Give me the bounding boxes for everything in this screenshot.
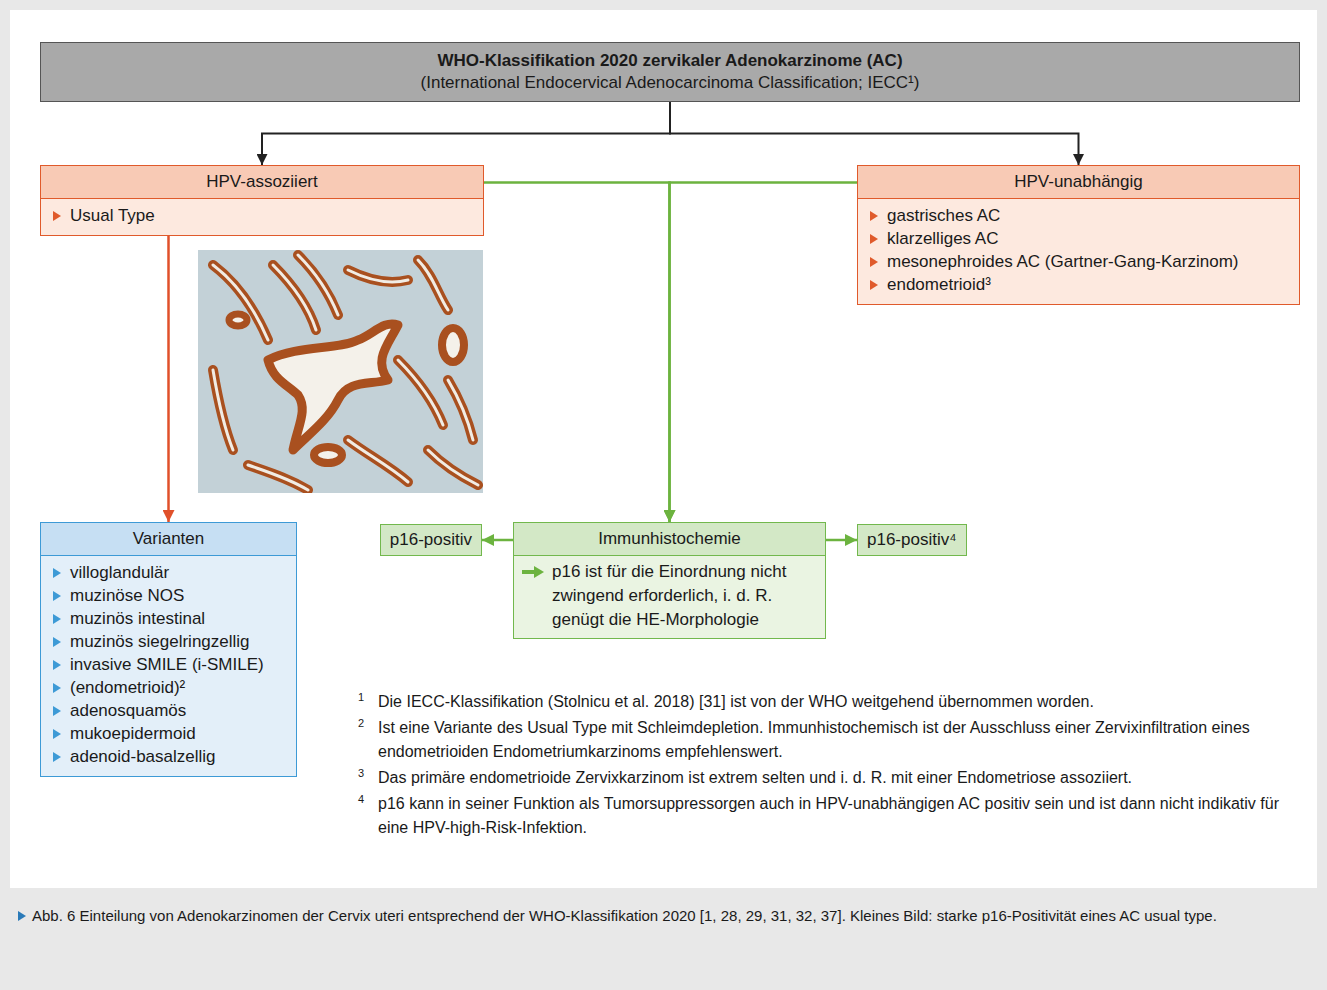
caption-block: Abb. 6 Einteilung von Adenokarzinomen de…: [18, 905, 1308, 927]
footnote-text: Das primäre endometrioide Zervixkarzinom…: [378, 766, 1303, 790]
box-header: HPV-assoziiert: [41, 166, 483, 199]
bullet-marker: [870, 211, 878, 221]
bullet-marker: [53, 706, 61, 716]
box-header: Immunhistochemie: [514, 523, 825, 556]
list-item: Usual Type: [53, 206, 473, 226]
caption-text: Abb. 6 Einteilung von Adenokarzinomen de…: [32, 905, 1217, 927]
p16-stain-micrograph: [198, 250, 483, 493]
list-text: muzinös intestinal: [70, 609, 205, 629]
note-text: p16 ist für die Einordnung nicht zwingen…: [552, 560, 815, 632]
footnote-number: 4: [358, 793, 364, 805]
bullet-marker: [53, 660, 61, 670]
list-text: adenoid-basalzellig: [70, 747, 216, 767]
category-box: p16-positiv: [380, 524, 482, 556]
list-item: (endometrioid)²: [53, 678, 286, 698]
list-item: endometrioid³: [870, 275, 1289, 295]
list-item: muzinöse NOS: [53, 586, 286, 606]
connector-arrow: [482, 539, 513, 542]
list-text: (endometrioid)²: [70, 678, 185, 698]
subtitle-text: (International Endocervical Adenocarcino…: [51, 72, 1289, 94]
list-item: mesonephroides AC (Gartner-Gang-Karzinom…: [870, 252, 1289, 272]
footnote-number: 1: [358, 691, 364, 703]
list-item: invasive SMILE (i-SMILE): [53, 655, 286, 675]
result-label: p16-positiv: [381, 525, 481, 555]
list-text: villoglandulär: [70, 563, 169, 583]
bullet-marker: [53, 614, 61, 624]
list-item: klarzelliges AC: [870, 229, 1289, 249]
note-arrow-icon: [522, 566, 544, 578]
list-text: muzinöse NOS: [70, 586, 184, 606]
connector-arrow: [670, 102, 1079, 165]
list-item: adenoid-basalzellig: [53, 747, 286, 767]
bullet-marker: [53, 591, 61, 601]
box-body: gastrisches AC klarzelliges AC mesonephroi…: [858, 199, 1299, 304]
list-item: gastrisches AC: [870, 206, 1289, 226]
title-text: WHO-Klassifikation 2020 zervikaler Adeno…: [51, 50, 1289, 72]
caption-bullet: [18, 911, 26, 921]
footnote-text: Ist eine Variante des Usual Type mit Sch…: [378, 716, 1303, 764]
list-text: adenosquamös: [70, 701, 186, 721]
header-text: HPV-unabhängig: [1014, 172, 1143, 191]
note-row: p16 ist für die Einordnung nicht zwingen…: [514, 556, 825, 638]
bullet-marker: [53, 683, 61, 693]
category-box: HPV-assoziiertUsual Type: [40, 165, 484, 236]
box-header: HPV-unabhängig: [858, 166, 1299, 199]
box-body: villoglandulär muzinöse NOS muzinös intest…: [41, 556, 296, 776]
list-text: muzinös siegelringzellig: [70, 632, 250, 652]
category-box: Immunhistochemie p16 ist für die Einordnu…: [513, 522, 826, 639]
bullet-marker: [870, 234, 878, 244]
list-text: invasive SMILE (i-SMILE): [70, 655, 264, 675]
list-item: villoglandulär: [53, 563, 286, 583]
footnote-text: Die IECC-Klassifikation (Stolnicu et al.…: [378, 690, 1303, 714]
header-text: Varianten: [133, 529, 205, 548]
connector-arrow: [167, 236, 170, 522]
list-item: muzinös intestinal: [53, 609, 286, 629]
list-text: mesonephroides AC (Gartner-Gang-Karzinom…: [887, 252, 1238, 272]
result-label: p16-positiv⁴: [858, 525, 966, 555]
header-text: Immunhistochemie: [598, 529, 741, 548]
category-box: Varianten villoglandulär muzinöse NOS muzin…: [40, 522, 297, 777]
list-item: adenosquamös: [53, 701, 286, 721]
box-body: p16 ist für die Einordnung nicht zwingen…: [514, 556, 825, 638]
bullet-marker: [870, 280, 878, 290]
list-item: muzinös siegelringzellig: [53, 632, 286, 652]
bullet-marker: [53, 729, 61, 739]
box-header: Varianten: [41, 523, 296, 556]
connector-arrow: [826, 539, 857, 542]
bullet-marker: [53, 637, 61, 647]
connector-arrow: [484, 183, 670, 523]
title-band: WHO-Klassifikation 2020 zervikaler Adeno…: [40, 42, 1300, 102]
connector-arrow: [262, 102, 670, 165]
box-body: Usual Type: [41, 199, 483, 235]
list-text: gastrisches AC: [887, 206, 1000, 226]
category-box: p16-positiv⁴: [857, 524, 967, 556]
footnote-number: 2: [358, 717, 364, 729]
bullet-marker: [53, 211, 61, 221]
bullet-marker: [53, 568, 61, 578]
list-text: klarzelliges AC: [887, 229, 999, 249]
bullet-marker: [53, 752, 61, 762]
list-text: mukoepidermoid: [70, 724, 196, 744]
category-box: HPV-unabhängig gastrisches AC klarzelliges…: [857, 165, 1300, 305]
header-text: HPV-assoziiert: [206, 172, 317, 191]
bullet-marker: [870, 257, 878, 267]
list-text: Usual Type: [70, 206, 155, 226]
footnote-text: p16 kann in seiner Funktion als Tumorsup…: [378, 792, 1303, 840]
connector-arrow: [670, 183, 858, 523]
list-item: mukoepidermoid: [53, 724, 286, 744]
footnote-number: 3: [358, 767, 364, 779]
list-text: endometrioid³: [887, 275, 991, 295]
